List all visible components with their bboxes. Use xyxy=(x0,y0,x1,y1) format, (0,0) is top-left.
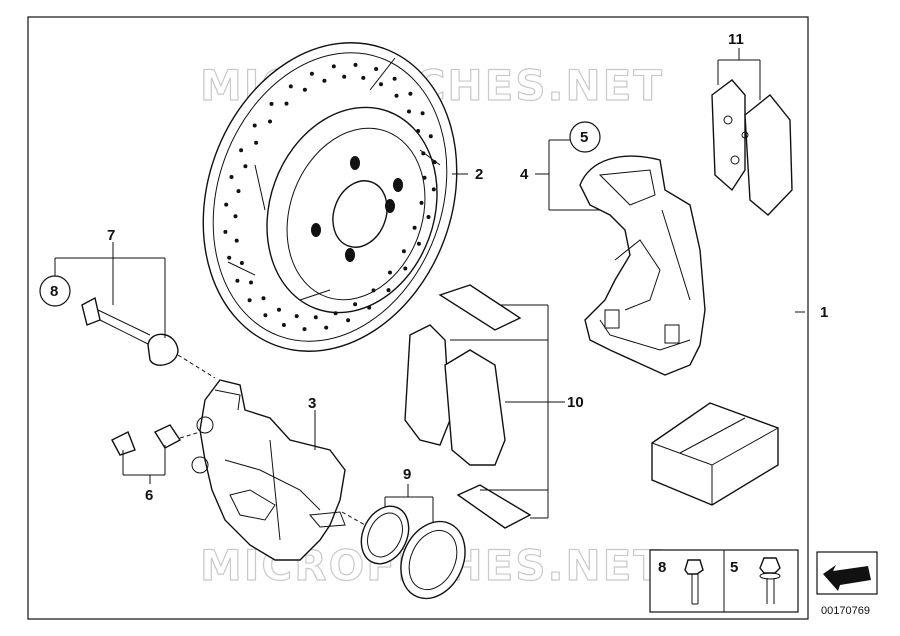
drill-hole xyxy=(268,119,272,124)
drill-hole xyxy=(333,311,338,316)
callout-1: 1 xyxy=(820,304,828,321)
drill-hole xyxy=(229,175,234,179)
drill-hole xyxy=(394,93,399,98)
drill-hole xyxy=(294,314,299,319)
drill-hole xyxy=(426,215,431,219)
drill-hole xyxy=(224,202,229,207)
drill-hole xyxy=(302,327,307,332)
orientation-arrow-icon xyxy=(816,551,878,595)
legend-box: 8 5 xyxy=(649,549,799,613)
drill-hole xyxy=(269,101,274,106)
drill-hole xyxy=(243,164,248,169)
drill-hole xyxy=(252,123,257,128)
drill-hole xyxy=(234,238,239,243)
drill-hole xyxy=(261,296,266,301)
drill-hole xyxy=(422,175,427,180)
drill-hole xyxy=(421,151,426,156)
caliper-carrier xyxy=(579,155,706,376)
drill-hole xyxy=(322,78,327,83)
brake-caliper xyxy=(191,379,346,561)
drill-hole xyxy=(392,76,397,81)
callout-8-circle xyxy=(39,275,71,307)
piston-seals xyxy=(360,505,466,600)
drill-hole xyxy=(416,241,421,246)
brake-disc xyxy=(202,42,458,352)
drill-hole xyxy=(432,160,437,165)
drill-hole xyxy=(407,109,411,114)
grease-package xyxy=(651,402,779,506)
callout-8: 8 xyxy=(50,283,58,300)
leader-lines xyxy=(54,48,805,522)
drill-hole xyxy=(277,307,281,312)
drill-hole xyxy=(227,255,232,260)
drill-hole xyxy=(431,187,436,192)
drill-hole xyxy=(281,323,286,327)
callout-4: 4 xyxy=(520,166,529,183)
callout-3: 3 xyxy=(308,395,316,412)
drill-hole xyxy=(302,87,307,92)
drill-hole xyxy=(324,325,329,330)
drill-hole xyxy=(342,74,347,79)
callout-5: 5 xyxy=(580,129,588,146)
drill-hole xyxy=(374,67,379,71)
drill-hole xyxy=(223,229,228,234)
drill-hole xyxy=(284,101,289,106)
drill-hole xyxy=(367,305,372,310)
callout-5-circle xyxy=(569,121,601,153)
drill-hole xyxy=(235,278,240,283)
drill-hole xyxy=(346,318,351,323)
callout-10: 10 xyxy=(567,394,584,411)
drill-hole xyxy=(403,266,408,271)
callout-2: 2 xyxy=(475,166,483,183)
bleed-screws xyxy=(111,424,182,456)
drill-hole xyxy=(371,288,376,293)
diagram-frame xyxy=(27,16,809,620)
callout-7: 7 xyxy=(107,227,115,244)
drill-hole xyxy=(239,148,244,153)
drill-hole xyxy=(233,214,238,219)
drill-hole xyxy=(353,62,358,67)
drill-hole xyxy=(249,280,253,285)
drill-hole xyxy=(388,270,392,275)
drill-hole xyxy=(416,129,421,133)
drill-hole xyxy=(239,261,244,265)
drill-hole xyxy=(254,140,259,145)
drill-hole xyxy=(236,189,241,194)
drill-hole xyxy=(386,288,391,293)
drill-hole xyxy=(420,111,425,116)
part-number: 00170769 xyxy=(821,605,870,617)
drill-hole xyxy=(353,302,358,307)
drill-hole xyxy=(309,71,314,76)
brake-pads-set xyxy=(711,79,793,216)
drill-hole xyxy=(379,82,383,87)
callout-11: 11 xyxy=(728,31,744,48)
drill-hole xyxy=(331,64,336,69)
caliper-bolt xyxy=(81,296,179,366)
drill-hole xyxy=(247,298,252,303)
drill-hole xyxy=(263,313,268,318)
callout-9: 9 xyxy=(403,466,411,483)
callout-6: 6 xyxy=(145,487,153,504)
legend-label-5: 5 xyxy=(730,559,738,576)
drill-hole xyxy=(313,315,318,320)
drill-holes xyxy=(223,62,437,332)
brake-pads-center xyxy=(404,284,532,529)
drill-hole xyxy=(419,200,424,205)
drill-hole xyxy=(408,91,413,96)
drill-hole xyxy=(288,84,293,89)
legend-label-8: 8 xyxy=(658,559,666,576)
drill-hole xyxy=(361,75,366,80)
drill-hole xyxy=(401,249,406,254)
drill-hole xyxy=(428,134,433,139)
drill-hole xyxy=(412,225,417,230)
